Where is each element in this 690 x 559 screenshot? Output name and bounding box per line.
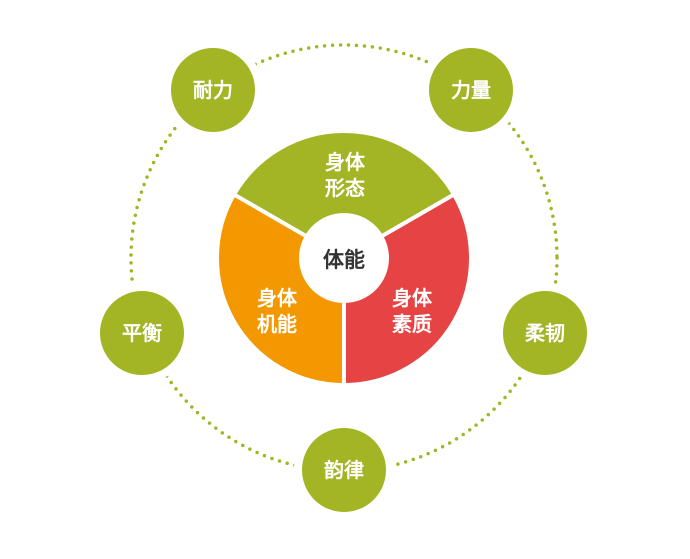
center-label: 体能 <box>323 248 365 272</box>
node-label: 柔韧 <box>525 321 565 345</box>
segment-label-form-2: 形态 <box>325 176 365 200</box>
node-endurance: 耐力 <box>163 40 263 140</box>
node-balance: 平衡 <box>92 283 192 383</box>
center-circle <box>299 213 389 303</box>
node-label: 韵律 <box>324 458 364 482</box>
node-flexibility: 柔韧 <box>495 283 595 383</box>
node-label: 力量 <box>451 78 491 102</box>
node-label: 平衡 <box>122 321 162 345</box>
node-label: 耐力 <box>193 78 233 102</box>
node-strength: 力量 <box>421 40 521 140</box>
segment-label-form-1: 身体 <box>325 150 366 174</box>
segment-label-function-1: 身体 <box>257 286 298 310</box>
segment-label-function-2: 机能 <box>257 312 297 336</box>
segment-label-quality-1: 身体 <box>392 286 433 310</box>
node-rhythm: 韵律 <box>294 420 394 520</box>
segment-label-quality-2: 素质 <box>392 312 432 336</box>
segment-body-form <box>231 129 457 261</box>
